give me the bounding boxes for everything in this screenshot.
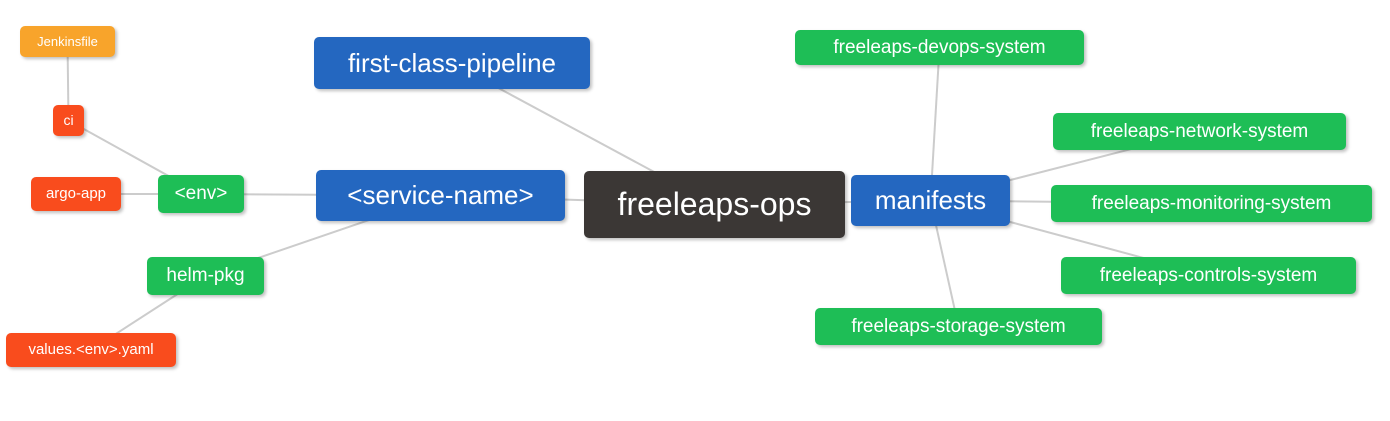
mindmap-node-ci[interactable]: ci bbox=[53, 105, 84, 136]
node-label: argo-app bbox=[45, 185, 107, 202]
node-label: freeleaps-storage-system bbox=[851, 315, 1066, 337]
node-label: freeleaps-ops bbox=[617, 186, 812, 222]
mindmap-node-freeleaps-controls-system[interactable]: freeleaps-controls-system bbox=[1061, 257, 1356, 294]
node-label: Jenkinsfile bbox=[37, 33, 98, 49]
mindmap-node-manifests[interactable]: manifests bbox=[851, 175, 1010, 226]
node-label: <env> bbox=[174, 183, 228, 204]
mindmap-node-helm-pkg[interactable]: helm-pkg bbox=[147, 257, 264, 295]
node-label: first-class-pipeline bbox=[347, 47, 557, 78]
mindmap-node-jenkinsfile[interactable]: Jenkinsfile bbox=[20, 26, 115, 57]
mindmap-node-values-env-yaml[interactable]: values.<env>.yaml bbox=[6, 333, 176, 367]
mindmap-node-argo-app[interactable]: argo-app bbox=[31, 177, 121, 211]
mindmap-node-freeleaps-monitoring-system[interactable]: freeleaps-monitoring-system bbox=[1051, 185, 1372, 222]
node-label: freeleaps-devops-system bbox=[833, 36, 1046, 58]
mindmap-node-freeleaps-devops-system[interactable]: freeleaps-devops-system bbox=[795, 30, 1084, 65]
mindmap-node-service-name[interactable]: <service-name> bbox=[316, 170, 565, 221]
node-label: freeleaps-controls-system bbox=[1099, 264, 1318, 286]
node-label: helm-pkg bbox=[166, 265, 245, 286]
node-label: manifests bbox=[874, 185, 987, 215]
mindmap-node-freeleaps-storage-system[interactable]: freeleaps-storage-system bbox=[815, 308, 1102, 345]
node-label: <service-name> bbox=[347, 180, 534, 210]
mindmap-node-freeleaps-network-system[interactable]: freeleaps-network-system bbox=[1053, 113, 1346, 150]
node-label: values.<env>.yaml bbox=[28, 341, 154, 358]
mindmap-node-first-class-pipeline[interactable]: first-class-pipeline bbox=[314, 37, 590, 89]
mindmap-node-freeleaps-ops[interactable]: freeleaps-ops bbox=[584, 171, 845, 238]
node-label: freeleaps-network-system bbox=[1090, 120, 1309, 142]
node-label: freeleaps-monitoring-system bbox=[1091, 192, 1332, 214]
mindmap-node-env[interactable]: <env> bbox=[158, 175, 244, 213]
node-label: ci bbox=[63, 112, 74, 128]
